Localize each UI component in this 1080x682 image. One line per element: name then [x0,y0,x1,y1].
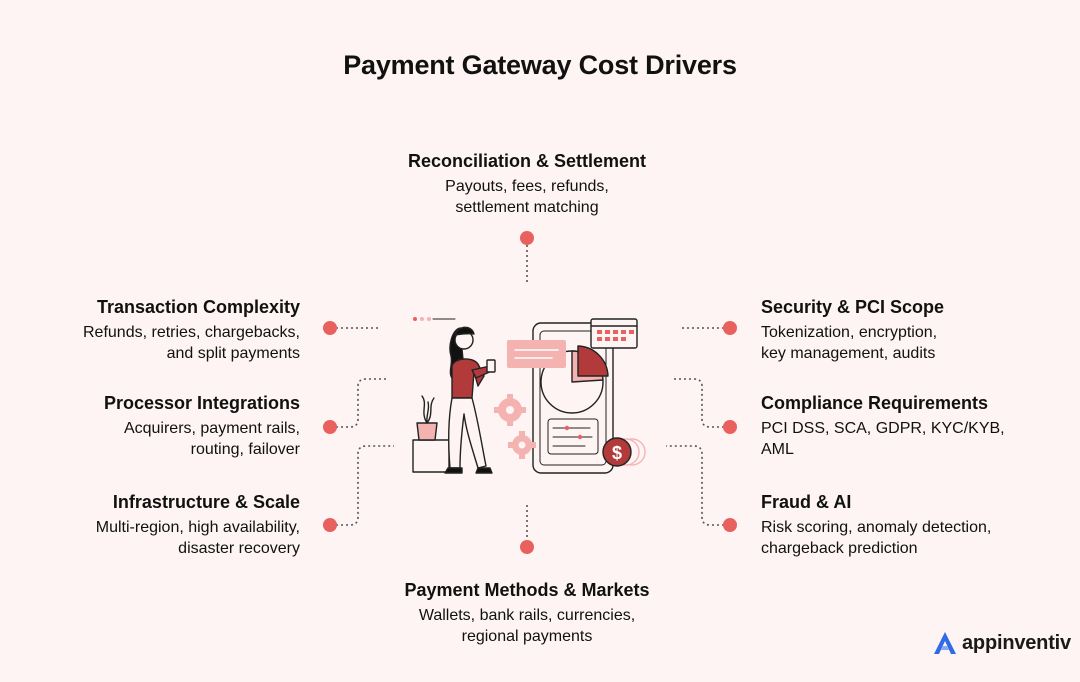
node-title: Compliance Requirements [761,393,989,413]
dollar-coin-icon: $ [602,437,646,467]
node-title: Security & PCI Scope [761,297,945,317]
person-figure [444,326,496,474]
node-desc-line: regional payments [461,628,593,645]
node-security: Security & PCI Scope Tokenization, encry… [761,296,1061,364]
connector-compliance [674,378,724,428]
node-desc-line: settlement matching [455,199,599,216]
connector-processor [336,378,386,428]
node-fraud: Fraud & AI Risk scoring, anomaly detecti… [761,491,1061,559]
node-desc-line: Wallets, bank rails, currencies, [418,607,636,624]
dot-transaction [323,321,337,335]
node-title: Transaction Complexity [96,297,300,317]
chat-bubble-icon [507,340,566,368]
node-desc-line: Acquirers, payment rails, [123,420,300,437]
node-desc-line: Risk scoring, anomaly detection, [761,519,992,536]
node-desc-line: Tokenization, encryption, [761,324,938,341]
node-compliance: Compliance Requirements PCI DSS, SCA, GD… [761,392,1061,460]
calendar-icon [590,318,638,349]
node-reconciliation: Reconciliation & Settlement Payouts, fee… [377,150,677,218]
node-desc-line: key management, audits [761,345,936,362]
node-processor: Processor Integrations Acquirers, paymen… [20,392,300,460]
node-desc-line: AML [761,441,794,458]
node-infrastructure: Infrastructure & Scale Multi-region, hig… [20,491,300,559]
dot-fraud [723,518,737,532]
node-desc-line: PCI DSS, SCA, GDPR, KYC/KYB, [761,420,1005,437]
dot-reconciliation [520,231,534,245]
connector-infrastructure [336,445,394,526]
node-title: Processor Integrations [103,393,300,413]
connectors [336,245,724,540]
node-desc-line: Multi-region, high availability, [95,519,300,536]
node-transaction: Transaction Complexity Refunds, retries,… [20,296,300,364]
node-title: Fraud & AI [761,492,852,512]
node-desc-line: chargeback prediction [761,540,918,557]
plant-icon [412,395,450,473]
svg-text:$: $ [612,443,622,463]
dot-payment-methods [520,540,534,554]
dot-security [723,321,737,335]
dot-compliance [723,420,737,434]
brand-logo: appinventiv [932,630,1071,656]
node-desc-line: disaster recovery [178,540,300,557]
page-title: Payment Gateway Cost Drivers [343,50,737,80]
appinventiv-logo-icon [934,632,956,654]
node-payment-methods: Payment Methods & Markets Wallets, bank … [377,579,677,647]
node-title: Reconciliation & Settlement [407,151,647,171]
dot-processor [323,420,337,434]
connector-dots [323,231,737,554]
node-desc-line: and split payments [166,345,300,362]
node-desc-line: routing, failover [190,441,300,458]
logo-text: appinventiv [962,631,1071,654]
node-title: Infrastructure & Scale [112,492,300,512]
gear-icon [494,394,536,459]
node-desc-line: Payouts, fees, refunds, [445,178,609,195]
node-desc-line: Refunds, retries, chargebacks, [83,324,300,341]
person-with-phone-illustration: $ [412,317,646,474]
connector-fraud [666,445,724,526]
node-title: Payment Methods & Markets [404,580,650,600]
dot-infrastructure [323,518,337,532]
